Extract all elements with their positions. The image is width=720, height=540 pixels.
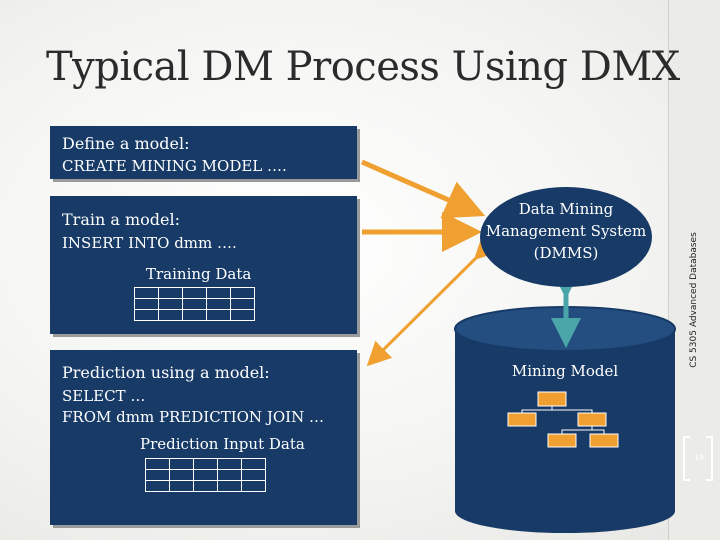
prediction-box: Prediction using a model: SELECT … FROM … xyxy=(50,350,357,525)
slide-title: Typical DM Process Using DMX xyxy=(46,44,680,90)
mining-model-label: Mining Model xyxy=(511,362,619,380)
prediction-input-data-caption: Prediction Input Data xyxy=(140,435,305,453)
create-mining-model-statement: CREATE MINING MODEL …. xyxy=(62,157,287,175)
training-data-caption: Training Data xyxy=(146,265,252,283)
mining-model-cylinder xyxy=(454,306,676,533)
prediction-join-statement: FROM dmm PREDICTION JOIN … xyxy=(62,408,324,426)
page-number-brackets xyxy=(683,436,713,481)
prediction-input-table xyxy=(145,458,266,492)
dmms-ellipse: Data Mining Management System (DMMS) xyxy=(480,187,652,287)
train-model-box: Train a model: INSERT INTO dmm …. Traini… xyxy=(50,196,357,334)
prediction-heading: Prediction using a model: xyxy=(62,363,270,382)
define-to-dmms-arrow xyxy=(360,159,486,219)
dmms-prediction-arrow xyxy=(366,234,500,367)
dmms-line1: Data Mining xyxy=(518,200,614,218)
training-data-table xyxy=(134,287,255,321)
sidebar-divider xyxy=(668,0,669,540)
select-statement: SELECT … xyxy=(62,387,146,405)
page-number: 19 xyxy=(693,453,705,462)
org-chart-icon xyxy=(507,391,619,448)
train-model-heading: Train a model: xyxy=(62,210,181,229)
dmms-line3: (DMMS) xyxy=(533,244,599,262)
insert-into-statement: INSERT INTO dmm …. xyxy=(62,234,237,252)
define-model-heading: Define a model: xyxy=(62,134,190,153)
dmms-line2: Management System xyxy=(485,222,647,240)
define-model-box: Define a model: CREATE MINING MODEL …. xyxy=(50,126,357,179)
